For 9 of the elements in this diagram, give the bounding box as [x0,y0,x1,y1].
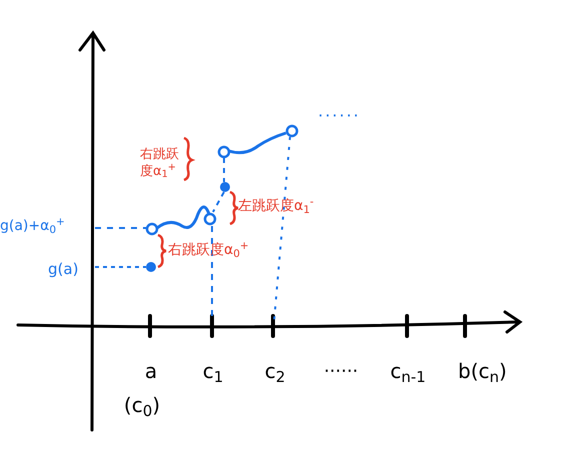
axis-tick-label: c$_{1}$ [202,358,224,386]
ellipsis-label: ······ [318,105,362,127]
axis-tick-label: b(c$_{n}$) [458,358,508,386]
axis-tick-label: (c$_{0}$) [122,392,162,420]
value-label: g(a) [48,259,80,280]
axis-tick-label: c$_{2}$ [264,358,286,386]
axis-tick-label: c$_{n-1}$ [389,358,427,386]
axis-tick-label: a [144,358,158,385]
ellipsis-label: ······ [322,360,360,384]
